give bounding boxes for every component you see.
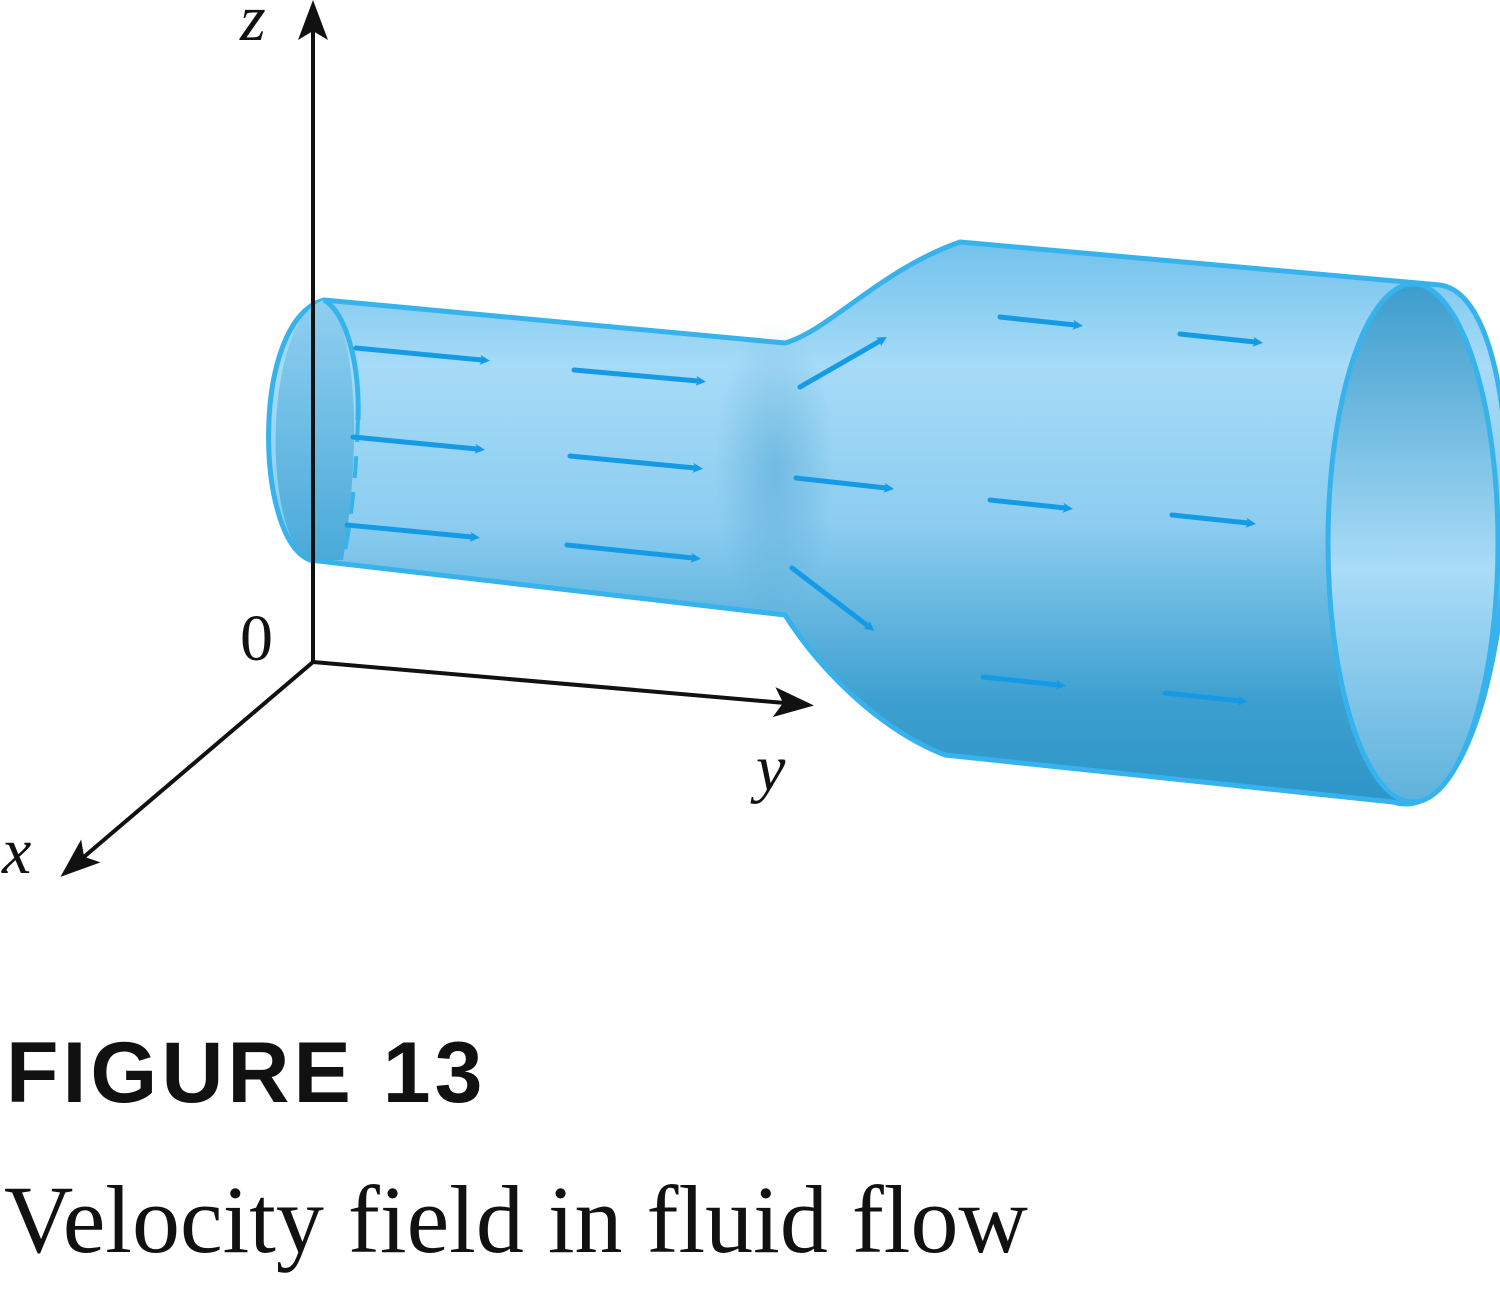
velocity-arrow [1162, 690, 1248, 706]
velocity-arrow [1177, 331, 1263, 347]
figure-number: FIGURE 13 [6, 1025, 487, 1121]
velocity-arrow [793, 475, 894, 493]
velocity-arrow [797, 337, 887, 390]
velocity-arrow [987, 497, 1073, 513]
pipe-outlet-opening [1325, 281, 1500, 805]
velocity-field [344, 314, 1263, 706]
pipe-neck-shade [715, 320, 835, 620]
x-axis-label: x [1, 815, 31, 888]
pipe [266, 239, 1500, 807]
velocity-arrow [980, 674, 1066, 690]
figure-caption: Velocity field in fluid flow [4, 1166, 1028, 1273]
fluid-flow-diagram: z y x 0 [1, 0, 1500, 888]
pipe-body [266, 239, 1500, 807]
velocity-arrow [567, 453, 703, 473]
z-axis-label: z [239, 0, 266, 55]
velocity-arrow [353, 345, 490, 365]
y-axis [312, 660, 814, 718]
coordinate-axes [60, 0, 814, 877]
velocity-arrow [571, 367, 706, 386]
y-axis-label: y [750, 732, 786, 805]
velocity-arrow [350, 434, 485, 454]
velocity-arrow [789, 565, 875, 631]
pipe-inlet-rim [322, 297, 361, 421]
velocity-arrow [344, 522, 480, 542]
x-axis [60, 660, 315, 877]
origin-label: 0 [240, 602, 273, 675]
velocity-arrow [1169, 512, 1256, 528]
velocity-arrow [564, 542, 701, 563]
velocity-arrow [997, 314, 1083, 330]
